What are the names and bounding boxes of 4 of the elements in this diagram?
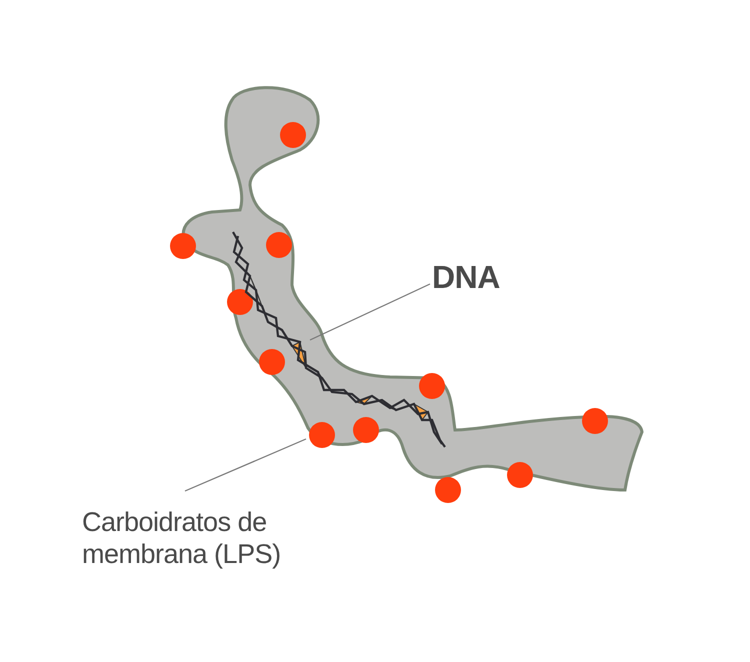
leader-line [184,438,306,492]
callout-label: DNA [432,259,500,295]
leader-line [310,283,430,341]
callout-label: Carboidratos de membrana (LPS) [82,507,281,570]
